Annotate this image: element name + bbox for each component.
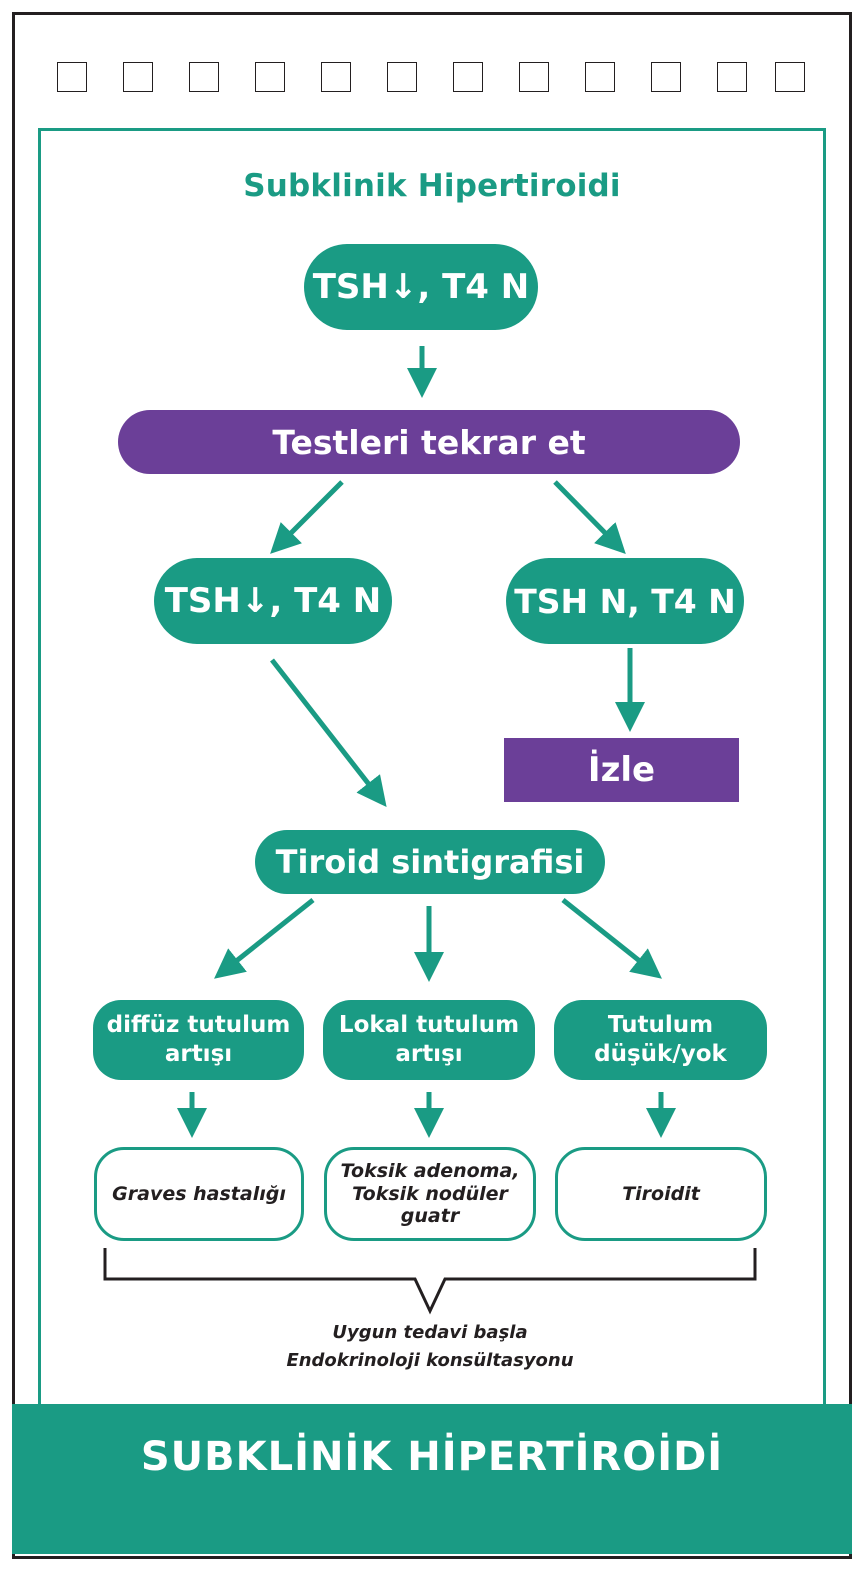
- node-thyroiditis: Tiroidit: [555, 1147, 767, 1241]
- checkbox[interactable]: [453, 62, 483, 92]
- node-low-line2: düşük/yok: [594, 1041, 727, 1067]
- node-tsh-normal: TSH N, T4 N: [506, 558, 744, 644]
- checkbox[interactable]: [57, 62, 87, 92]
- checkbox[interactable]: [387, 62, 417, 92]
- checkbox[interactable]: [717, 62, 747, 92]
- checkbox[interactable]: [123, 62, 153, 92]
- node-diffuse-uptake: diffüz tutulum artışı: [93, 1000, 304, 1080]
- node-local-line2: artışı: [395, 1041, 463, 1067]
- checkbox[interactable]: [651, 62, 681, 92]
- footer-title: SUBKLİNİK HİPERTİROİDİ: [140, 1434, 724, 1480]
- node-local-line1: Lokal tutulum: [338, 1012, 520, 1039]
- arrow-left-to-scan: [270, 658, 387, 808]
- caption-consultation: Endokrinoloji konsültasyonu: [286, 1350, 574, 1371]
- arrow-scan-to-low: [561, 898, 662, 979]
- node-repeat-tests: Testleri tekrar et: [118, 410, 740, 474]
- node-toxic-line1: Toksik adenoma,: [340, 1159, 520, 1182]
- node-toxic-adenoma: Toksik adenoma, Toksik nodüler guatr: [324, 1147, 536, 1241]
- node-graves-disease: Graves hastalığı: [94, 1147, 304, 1241]
- node-diffuse-line2: artışı: [164, 1041, 233, 1067]
- arrow-scan-to-diffuse: [214, 898, 315, 979]
- node-toxic-line2: Toksik nodüler: [352, 1182, 508, 1205]
- node-thyroid-scintigraphy: Tiroid sintigrafisi: [255, 830, 605, 894]
- checkbox[interactable]: [321, 62, 351, 92]
- arrow-repeat-to-left: [270, 480, 344, 554]
- node-low-line1: Tutulum: [607, 1012, 714, 1039]
- checkbox[interactable]: [189, 62, 219, 92]
- node-diffuse-line1: diffüz tutulum: [106, 1012, 291, 1039]
- checkbox[interactable]: [255, 62, 285, 92]
- summary-bracket: [103, 1248, 757, 1315]
- node-local-uptake: Lokal tutulum artışı: [323, 1000, 535, 1080]
- caption-treatment: Uygun tedavi başla: [332, 1322, 528, 1343]
- checkbox[interactable]: [519, 62, 549, 92]
- diagram-title: Subklinik Hipertiroidi: [243, 168, 621, 204]
- footer-banner: [12, 1404, 852, 1554]
- checkbox[interactable]: [775, 62, 805, 92]
- checkbox[interactable]: [585, 62, 615, 92]
- node-low-uptake: Tutulum düşük/yok: [554, 1000, 767, 1080]
- arrow-repeat-to-right: [553, 480, 626, 554]
- node-follow-up: İzle: [504, 738, 739, 802]
- node-tsh-low: TSH↓, T4 N: [154, 558, 392, 644]
- node-toxic-line3: guatr: [400, 1205, 460, 1228]
- node-start: TSH↓, T4 N: [304, 244, 538, 330]
